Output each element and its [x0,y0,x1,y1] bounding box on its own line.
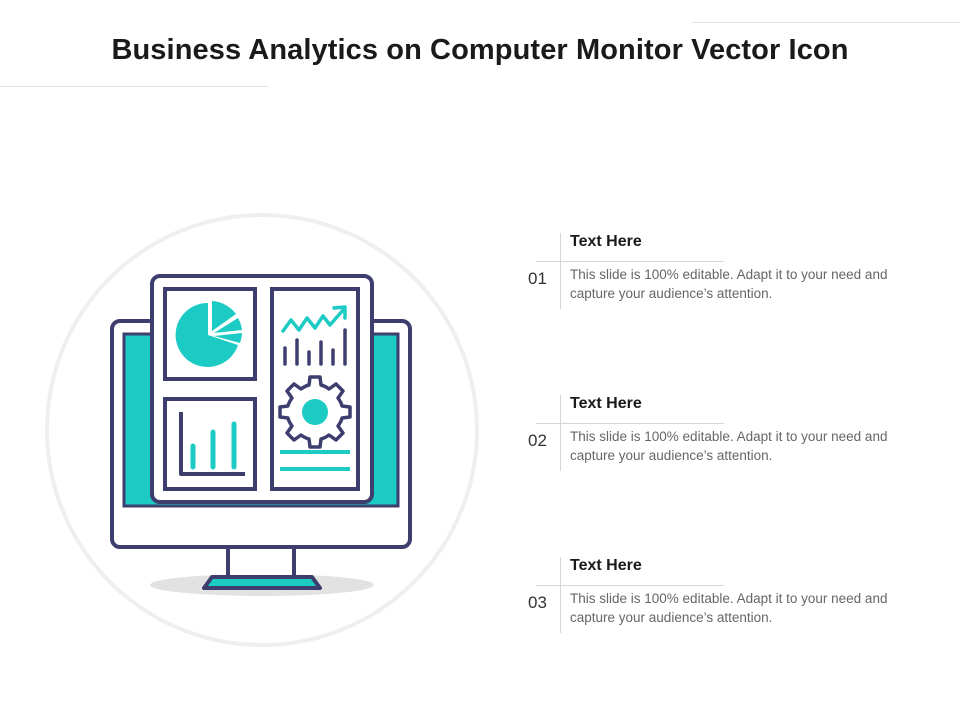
item-divider-horizontal [536,585,724,586]
list-item-3: 03 Text Here This slide is 100% editable… [528,557,928,641]
left-divider [0,86,268,87]
monitor-base [202,575,322,590]
list-item-1: 01 Text Here This slide is 100% editable… [528,233,928,317]
item-number: 02 [528,431,547,450]
page-title: Business Analytics on Computer Monitor V… [111,34,849,66]
item-heading: Text Here [570,557,642,574]
gear-icon [278,375,352,449]
item-description: This slide is 100% editable. Adapt it to… [570,591,888,625]
item-description: This slide is 100% editable. Adapt it to… [570,429,888,463]
item-number: 01 [528,269,547,288]
item-divider-vertical [560,233,561,309]
mini-bars [283,328,347,366]
item-divider-vertical [560,557,561,633]
item-description: This slide is 100% editable. Adapt it to… [570,267,888,301]
item-divider-horizontal [536,423,724,424]
item-heading: Text Here [570,233,642,250]
pie-chart-icon [175,301,242,367]
bar-chart-icon [179,412,245,476]
trend-line-icon [281,305,347,333]
item-heading: Text Here [570,395,642,412]
list-item-2: 02 Text Here This slide is 100% editable… [528,395,928,479]
computer-monitor-analytics-icon [45,213,479,647]
item-divider-vertical [560,395,561,471]
item-number: 03 [528,593,547,612]
top-right-divider [692,22,960,23]
item-divider-horizontal [536,261,724,262]
monitor-neck [226,544,296,580]
